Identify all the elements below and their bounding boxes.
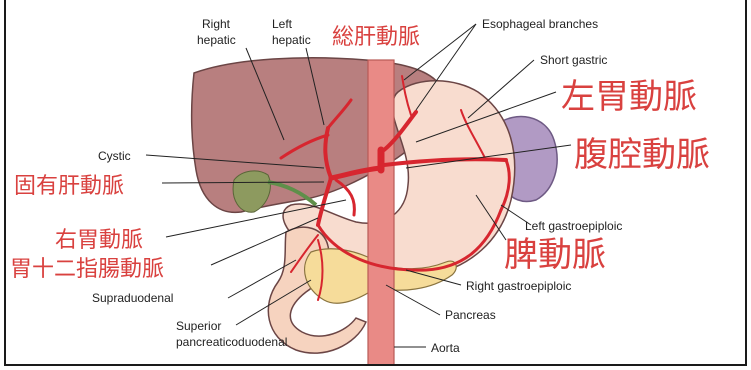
label-pancreas: Pancreas xyxy=(445,308,496,322)
diagram-frame: Right hepatic Left hepatic Esophageal br… xyxy=(4,0,747,366)
jp-label-splenic: 脾動脈 xyxy=(504,235,606,275)
jp-label-left-gastric: 左胃動脈 xyxy=(561,77,697,117)
aorta xyxy=(368,60,394,366)
label-superior-1: Superior xyxy=(176,319,221,333)
label-esophageal: Esophageal branches xyxy=(482,17,598,31)
label-aorta: Aorta xyxy=(431,341,460,355)
label-left-gastroepiploic: Left gastroepiploic xyxy=(525,219,622,233)
label-right-gastroepiploic: Right gastroepiploic xyxy=(466,279,571,293)
jp-label-common-hepatic: 総肝動脈 xyxy=(332,25,420,50)
label-right-hepatic-1: Right xyxy=(202,17,231,31)
label-cystic: Cystic xyxy=(98,149,131,163)
jp-label-gastroduodenal: 胃十二指腸動脈 xyxy=(10,257,164,282)
label-superior-2: pancreaticoduodenal xyxy=(176,335,287,349)
label-supraduodenal: Supraduodenal xyxy=(92,291,173,305)
jp-label-celiac: 腹腔動脈 xyxy=(574,135,710,175)
label-short-gastric: Short gastric xyxy=(540,53,607,67)
label-right-hepatic-2: hepatic xyxy=(197,33,236,47)
label-left-hepatic-1: Left xyxy=(272,17,293,31)
jp-label-proper-hepatic: 固有肝動脈 xyxy=(14,174,124,199)
label-left-hepatic-2: hepatic xyxy=(272,33,311,47)
jp-label-right-gastric: 右胃動脈 xyxy=(55,228,143,253)
anatomy-diagram: Right hepatic Left hepatic Esophageal br… xyxy=(6,0,747,366)
